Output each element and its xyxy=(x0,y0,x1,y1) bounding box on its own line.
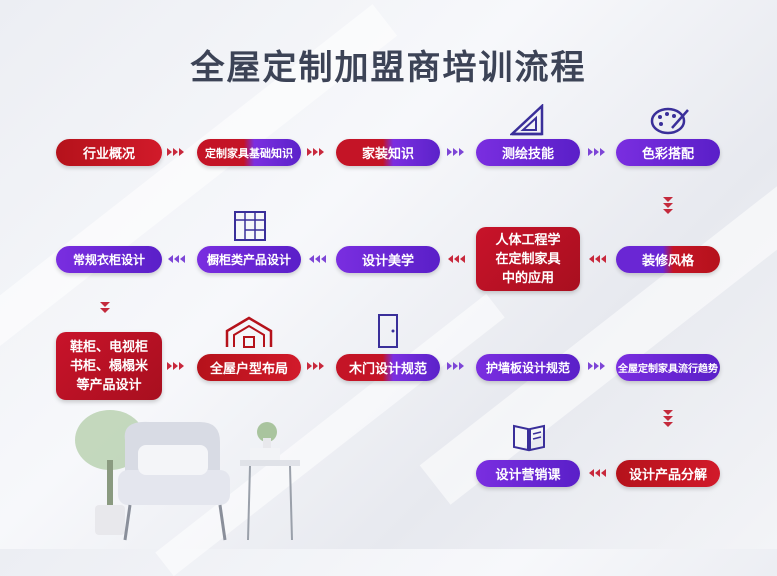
arrow-left xyxy=(589,469,607,477)
palette-icon xyxy=(650,107,689,135)
book-icon xyxy=(513,424,545,452)
arrow-right xyxy=(167,362,185,370)
arrow-right xyxy=(307,362,325,370)
step-design-aesthetics: 设计美学 xyxy=(336,246,440,273)
cabinet-icon xyxy=(234,211,266,241)
step-wood-door: 木门设计规范 xyxy=(336,354,440,381)
ergonomics-line-3: 中的应用 xyxy=(501,270,554,286)
arrow-right xyxy=(167,148,185,156)
step-decoration-knowledge: 家装知识 xyxy=(336,139,440,166)
door-icon xyxy=(378,314,398,348)
step-furniture-basics: 定制家具基础知识 xyxy=(197,139,301,166)
step-decor-style: 装修风格 xyxy=(616,246,720,273)
step-wardrobe-design: 常规衣柜设计 xyxy=(56,246,162,273)
arrow-right xyxy=(307,148,325,156)
step-ergonomics: 人体工程学 在定制家具 中的应用 xyxy=(476,227,580,291)
page-title: 全屋定制加盟商培训流程 xyxy=(190,48,587,88)
ruler-icon xyxy=(510,104,544,136)
house-icon xyxy=(225,316,273,348)
step-industry-overview: 行业概况 xyxy=(56,139,162,166)
step-design-marketing: 设计营销课 xyxy=(476,460,580,487)
step-other-furniture: 鞋柜、电视柜 书柜、榻榻米 等产品设计 xyxy=(56,332,162,400)
arrow-right xyxy=(588,362,606,370)
other-furniture-line-1: 鞋柜、电视柜 xyxy=(69,339,148,355)
step-cabinet-design: 橱柜类产品设计 xyxy=(197,246,301,273)
arrow-left xyxy=(309,255,327,263)
other-furniture-line-2: 书柜、榻榻米 xyxy=(69,358,148,374)
arrow-down xyxy=(663,410,673,428)
arrow-left xyxy=(589,255,607,263)
arrow-down xyxy=(100,302,110,314)
arrow-down xyxy=(663,197,673,215)
ergonomics-line-2: 在定制家具 xyxy=(495,251,561,267)
step-product-breakdown: 设计产品分解 xyxy=(616,460,720,487)
step-wall-panel: 护墙板设计规范 xyxy=(476,354,580,381)
arrow-left xyxy=(448,255,466,263)
arrow-left xyxy=(168,255,186,263)
other-furniture-line-3: 等产品设计 xyxy=(76,377,142,393)
step-trends: 全屋定制家具流行趋势 xyxy=(616,354,720,381)
ergonomics-line-1: 人体工程学 xyxy=(495,232,561,248)
armchair-illustration xyxy=(75,410,300,541)
step-house-layout: 全屋户型布局 xyxy=(197,354,301,381)
arrow-right xyxy=(447,148,465,156)
arrow-right xyxy=(588,148,606,156)
arrow-right xyxy=(447,362,465,370)
step-color-matching: 色彩搭配 xyxy=(616,139,720,166)
step-surveying-skills: 测绘技能 xyxy=(476,139,580,166)
